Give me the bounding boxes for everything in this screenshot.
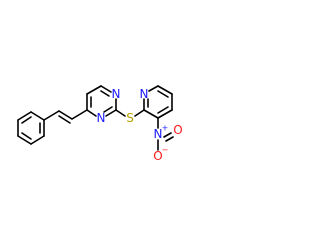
atom-nitro-n: N <box>154 127 163 141</box>
atom-n3: N <box>97 111 106 125</box>
double-bond <box>100 90 110 97</box>
bond <box>86 109 97 117</box>
double-bond <box>157 90 169 98</box>
double-bond <box>21 116 32 124</box>
bond <box>30 111 45 121</box>
molecule-canvas: N N S N N + O − O <box>17 85 183 163</box>
bond <box>157 85 173 95</box>
pyridine-ring <box>143 85 173 119</box>
bond <box>148 85 159 92</box>
bond <box>157 109 173 119</box>
bond <box>143 109 159 119</box>
atom-n1: N <box>112 87 121 101</box>
bond <box>43 110 60 121</box>
atom-s: S <box>126 111 134 125</box>
pyrimidine-ring <box>86 85 117 117</box>
nitro-group <box>157 117 174 151</box>
charge-plus: + <box>162 124 169 133</box>
bond <box>100 85 112 93</box>
bond <box>58 110 73 120</box>
vinyl-linker <box>43 109 88 124</box>
double-bond <box>58 115 71 124</box>
bond <box>86 85 102 95</box>
charge-minus: − <box>162 146 169 155</box>
bond <box>17 111 32 121</box>
atom-pyridine-n: N <box>140 87 149 101</box>
bond <box>134 109 145 117</box>
double-bond <box>103 106 113 113</box>
bond <box>30 135 45 145</box>
bond <box>17 135 32 145</box>
double-bond <box>157 106 169 114</box>
bond <box>163 132 172 138</box>
bond <box>115 109 126 117</box>
atom-labels: N N S N N + O − O <box>97 87 183 163</box>
bond <box>105 109 117 117</box>
bond <box>71 109 88 120</box>
double-bond <box>21 132 32 140</box>
double-bond <box>165 136 174 142</box>
thioether-linker <box>115 109 145 117</box>
molecule-structure: N N S N N + O − O <box>17 85 183 163</box>
atom-nitro-o-minus: O <box>153 149 162 163</box>
atom-nitro-o: O <box>173 123 182 137</box>
benzene-ring <box>17 111 45 145</box>
